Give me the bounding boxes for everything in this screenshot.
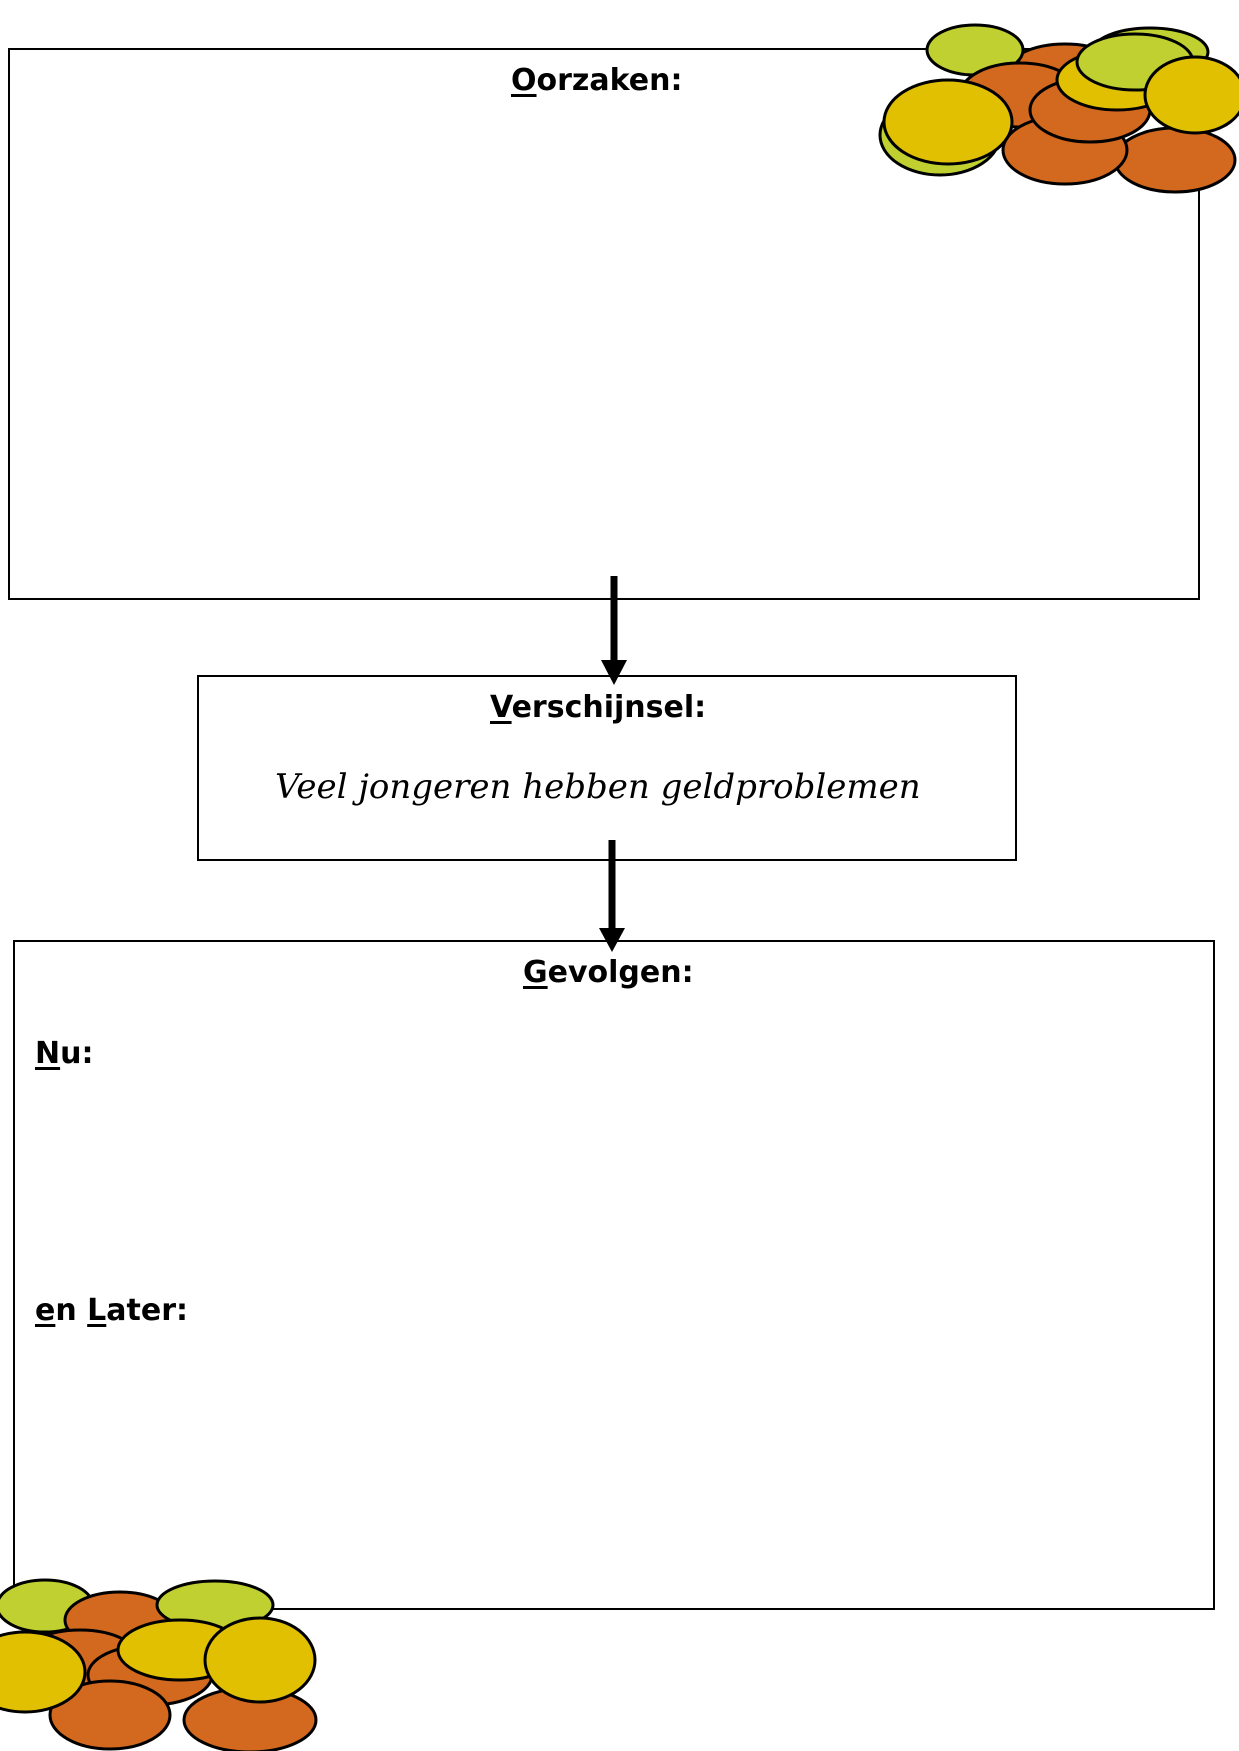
- later-label-mid: n: [55, 1293, 88, 1328]
- causes-box: [8, 48, 1200, 600]
- phenomenon-heading: Verschijnsel:: [490, 690, 706, 725]
- causes-heading-rest: orzaken:: [536, 63, 683, 98]
- phenomenon-heading-rest: erschijnsel:: [511, 690, 707, 725]
- consequences-heading: Gevolgen:: [523, 955, 694, 990]
- now-label-initial: N: [35, 1036, 61, 1071]
- consequences-heading-rest: evolgen:: [547, 955, 694, 990]
- now-label: Nu:: [35, 1036, 93, 1071]
- phenomenon-heading-initial: V: [490, 690, 512, 725]
- now-label-rest: u:: [60, 1036, 94, 1071]
- later-label-initial-e: e: [35, 1293, 56, 1328]
- causes-heading: Oorzaken:: [511, 63, 682, 98]
- coins-bottom-left-icon: [0, 1578, 318, 1751]
- phenomenon-box: [197, 675, 1017, 861]
- phenomenon-statement: Veel jongeren hebben geldproblemen: [275, 767, 921, 807]
- consequences-heading-initial: G: [523, 955, 548, 990]
- later-label-initial-l: L: [87, 1293, 107, 1328]
- causes-heading-initial: O: [511, 63, 537, 98]
- later-label: en Later:: [35, 1293, 188, 1328]
- later-label-rest: ater:: [106, 1293, 189, 1328]
- arrow-phenomenon-to-consequences: [599, 840, 625, 952]
- arrow-causes-to-phenomenon: [601, 576, 627, 685]
- coins-top-right-icon: [878, 23, 1239, 194]
